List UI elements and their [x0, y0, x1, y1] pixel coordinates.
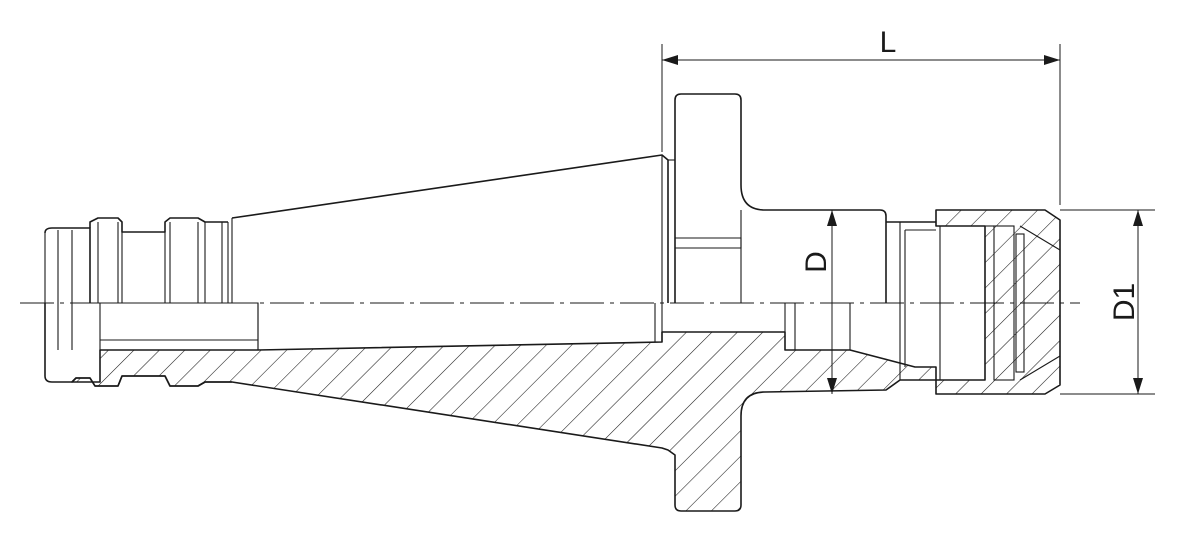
- pull-stud-head: [44, 227, 91, 303]
- body-section: [71, 331, 937, 512]
- dimension-outer-diameter: D1: [1060, 209, 1155, 395]
- dimension-diameter: D: [800, 210, 837, 394]
- collet-nut-section: [935, 209, 1061, 395]
- upper-half-view: [44, 93, 936, 303]
- collet-nut: [935, 209, 1061, 395]
- pull-stud-collars: [89, 217, 228, 233]
- dimension-label-length: L: [880, 26, 897, 59]
- flange-upper: [674, 93, 887, 303]
- lower-half-section: [44, 302, 937, 512]
- dimension-length: L: [661, 26, 1061, 205]
- dimension-label-diameter: D: [800, 251, 833, 273]
- taper-upper: [231, 154, 669, 303]
- dimension-label-outer-diameter: D1: [1108, 283, 1141, 321]
